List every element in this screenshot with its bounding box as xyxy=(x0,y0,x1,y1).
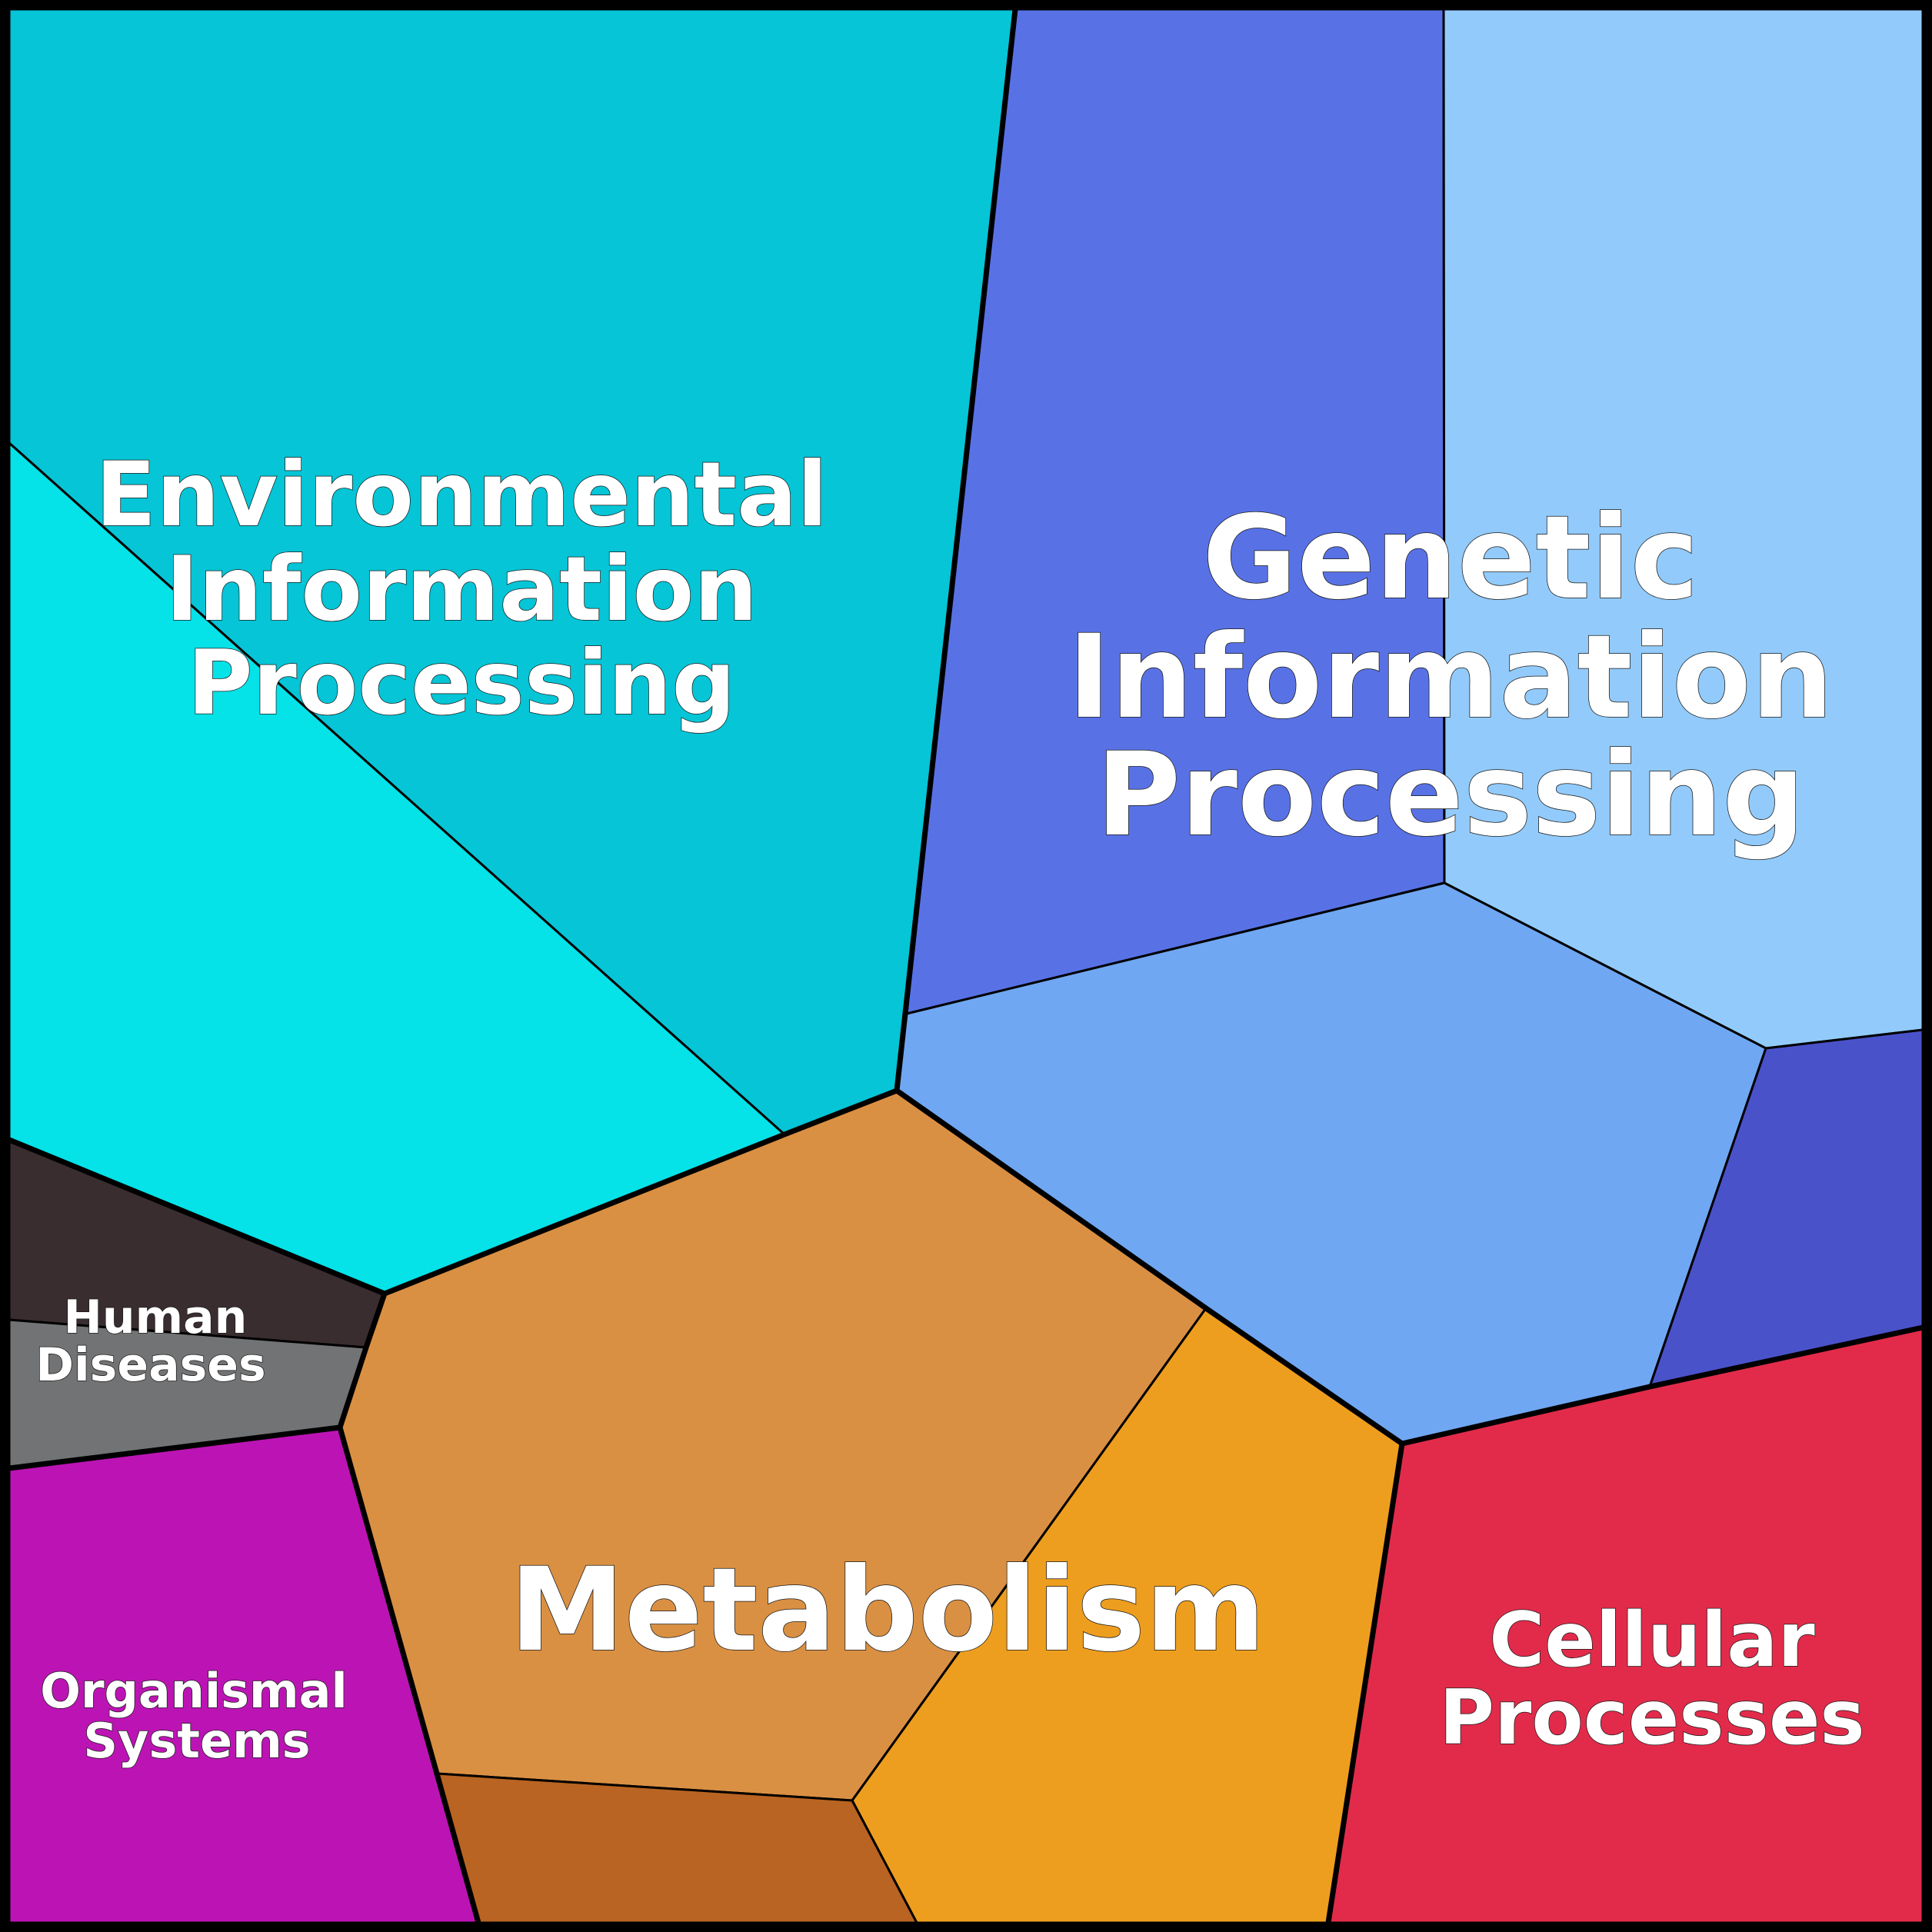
label-environmental-line-1: Environmental xyxy=(95,443,828,547)
label-genetic-line-1: Genetic xyxy=(1202,491,1698,625)
label-cellular-line-2: Processes xyxy=(1439,1674,1865,1762)
label-human-diseases-line-1: Human xyxy=(64,1291,248,1344)
label-organismal-line-2: Systems xyxy=(83,1713,310,1769)
label-organismal: Organismal Systems xyxy=(40,1662,348,1770)
label-human-diseases-line-2: Diseases xyxy=(35,1338,265,1392)
label-genetic-line-3: Processing xyxy=(1096,728,1805,862)
label-cellular-line-1: Cellular xyxy=(1489,1597,1815,1684)
label-metabolism-line-1: Metabolism xyxy=(510,1544,1266,1677)
label-genetic-line-2: Information xyxy=(1068,611,1833,744)
label-environmental: Environmental Information Processing xyxy=(95,442,828,736)
label-human-diseases: Human Diseases xyxy=(35,1290,267,1393)
category-boundary xyxy=(894,8,1018,1091)
label-environmental-line-3: Processing xyxy=(188,631,736,735)
label-genetic: Genetic Information Processing xyxy=(1068,491,1834,863)
label-cellular: Cellular Processes xyxy=(1439,1596,1866,1763)
category-boundary xyxy=(8,1088,898,1297)
label-organismal-line-1: Organismal xyxy=(40,1663,348,1719)
category-boundary xyxy=(8,1424,341,1471)
label-environmental-line-2: Information xyxy=(165,538,758,641)
label-metabolism: Metabolism xyxy=(509,1543,1266,1678)
category-boundary xyxy=(1325,1443,1405,1924)
